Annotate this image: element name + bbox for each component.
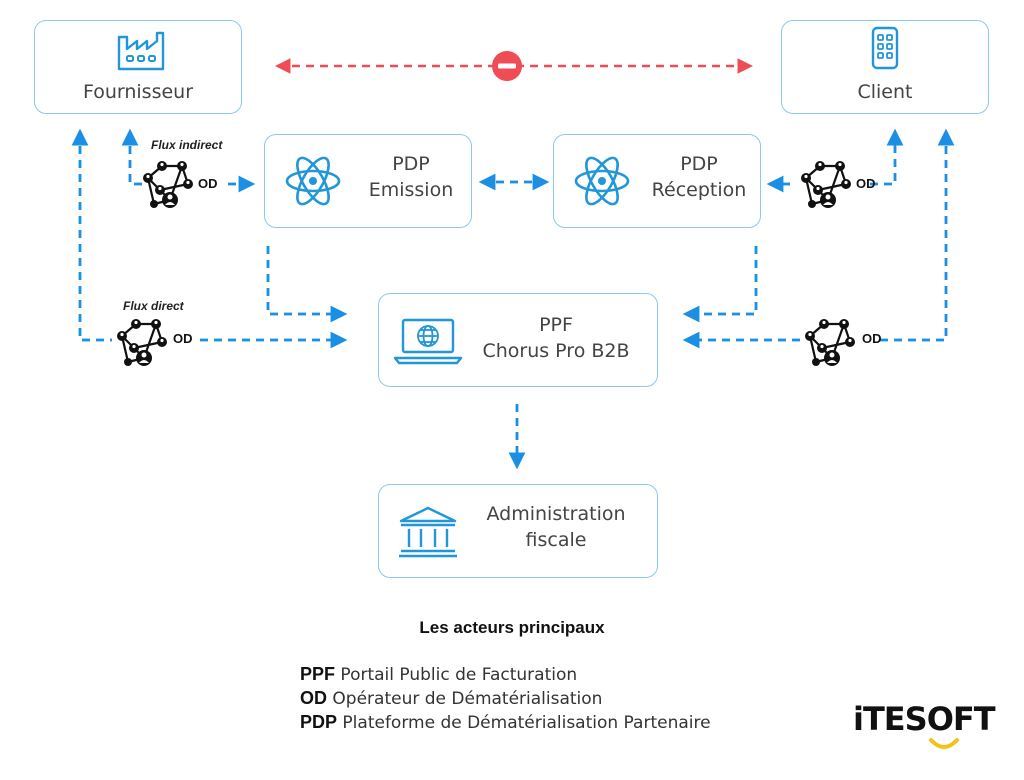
network-od-icon xyxy=(799,159,853,210)
od-label-3: OD xyxy=(173,331,193,346)
pdp-reception-line1: PDP xyxy=(680,153,718,175)
pdp-emission-line2: Emission xyxy=(368,179,454,201)
factory-icon xyxy=(117,31,165,71)
legend-text: Plateforme de Dématérialisation Partenai… xyxy=(342,713,711,733)
pdp-emission-line1: PDP xyxy=(392,153,430,175)
node-administration: Administration fiscale xyxy=(378,484,658,578)
fournisseur-label: Fournisseur xyxy=(82,81,194,103)
atom-icon xyxy=(285,156,341,206)
legend-abbr: PDP xyxy=(300,712,338,732)
client-label: Client xyxy=(857,81,913,103)
arrow-fournisseur-indirect xyxy=(121,128,142,186)
legend-title: Les acteurs principaux xyxy=(419,618,605,637)
network-od-icon xyxy=(141,159,195,210)
od-label-1: OD xyxy=(198,176,218,191)
legend-item-pdp: PDP Plateforme de Dématérialisation Part… xyxy=(300,712,711,733)
atom-icon xyxy=(574,156,630,206)
phone-app-icon xyxy=(871,26,899,70)
node-ppf: PPF Chorus Pro B2B xyxy=(378,293,658,387)
node-pdp-reception: PDP Réception xyxy=(553,134,761,228)
laptop-globe-icon xyxy=(393,318,463,365)
forbidden-link xyxy=(274,51,754,81)
node-client: Client xyxy=(781,20,989,114)
administration-line2: fiscale xyxy=(525,529,587,551)
ppf-line1: PPF xyxy=(539,314,573,336)
node-fournisseur: Fournisseur xyxy=(34,20,242,114)
legend-abbr: OD xyxy=(300,688,327,708)
arrow-client-direct xyxy=(880,128,955,342)
legend-text: Portail Public de Facturation xyxy=(340,665,578,685)
arrow-fournisseur-direct xyxy=(71,128,112,342)
flux-direct-label: Flux direct xyxy=(123,299,184,313)
legend-text: Opérateur de Dématérialisation xyxy=(332,689,603,709)
od-label-2: OD xyxy=(856,176,876,191)
flux-indirect-label: Flux indirect xyxy=(151,138,223,152)
logo-text: iTESOFT xyxy=(853,700,996,738)
arrow-emission-ppf xyxy=(266,246,348,323)
administration-line1: Administration xyxy=(486,503,626,525)
bulb-accent-icon xyxy=(929,738,959,749)
network-od-icon xyxy=(115,317,169,368)
bank-icon xyxy=(399,506,457,558)
pdp-reception-line2: Réception xyxy=(651,179,747,201)
arrow-reception-ppf xyxy=(682,246,758,323)
network-od-icon xyxy=(803,317,857,368)
legend-item-od: OD Opérateur de Dématérialisation xyxy=(300,688,602,709)
legend-abbr: PPF xyxy=(300,664,336,684)
arrow-od-client xyxy=(870,128,904,186)
itesoft-logo: iTESOFT xyxy=(853,700,996,749)
node-pdp-emission: PDP Emission xyxy=(264,134,472,228)
od-label-4: OD xyxy=(862,331,882,346)
legend-item-ppf: PPF Portail Public de Facturation xyxy=(300,664,577,685)
ppf-line2: Chorus Pro B2B xyxy=(482,340,630,362)
